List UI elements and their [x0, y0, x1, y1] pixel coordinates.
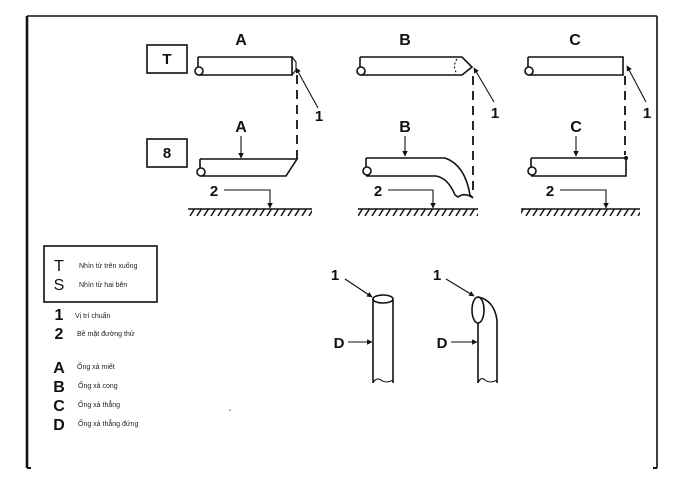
legend-text-d: Ống xả thẳng đứng: [78, 418, 138, 428]
legend-text-a: Ống xả miết: [77, 361, 115, 371]
scan-speck: [229, 409, 231, 411]
legend-key-t: T: [54, 258, 64, 275]
legend-text-2: Bề mặt đường thử: [77, 329, 135, 338]
column-c-top-label: C: [569, 32, 581, 49]
ground-surface-c: [521, 208, 640, 216]
legend-key-d: D: [53, 417, 65, 434]
column-b-side-label: B: [399, 119, 411, 136]
ref-arrow-b: [473, 67, 495, 103]
pipe-a-side-view: [196, 158, 299, 177]
column-a: A 1 A 2: [188, 32, 323, 216]
view-box-top: T: [146, 44, 188, 74]
legend-text-c: Ống xả thẳng: [78, 399, 120, 409]
legend-key-s: S: [54, 277, 65, 294]
legend-text-b: Ống xả cong: [78, 380, 118, 390]
vertical-ref-label-2: 1: [433, 267, 441, 284]
pipe-a-top-view: [194, 56, 297, 76]
column-a-top-label: A: [235, 32, 247, 49]
surface-label-c: 2: [546, 183, 554, 200]
legend-text-t: Nhìn từ trên xuống: [79, 261, 137, 270]
view-box-side: 8: [146, 138, 188, 168]
legend-key-1: 1: [55, 307, 64, 324]
pipe-b-side-view: [362, 157, 474, 199]
ref-arrow-c: [626, 65, 647, 103]
view-box-side-label: 8: [163, 145, 171, 162]
vertical-pipe-label-2: D: [437, 335, 448, 352]
surface-pointer-a: [224, 189, 273, 209]
ref-label-c: 1: [643, 105, 651, 122]
column-c-side-label: C: [570, 119, 582, 136]
surface-label-b: 2: [374, 183, 382, 200]
vertical-ref-label-1: 1: [331, 267, 339, 284]
vertical-ref-arrow-2: [445, 278, 475, 297]
vertical-pipe-label-1: D: [334, 335, 345, 352]
vertical-ref-arrow-1: [344, 278, 373, 298]
legend-key-b: B: [53, 379, 65, 396]
ref-arrow-a: [295, 67, 319, 109]
ground-surface-b: [358, 208, 478, 216]
column-b-top-label: B: [399, 32, 411, 49]
surface-label-a: 2: [210, 183, 218, 200]
legend-text-1: Vị trí chuẩn: [75, 312, 111, 320]
view-box-top-label: T: [162, 51, 171, 68]
pipe-c-top-view: [524, 56, 624, 76]
column-b: B 1 B 2: [356, 32, 499, 216]
ref-label-b: 1: [491, 105, 499, 122]
legend-key-c: C: [53, 398, 65, 415]
legend-view-box: [43, 245, 158, 303]
column-c: C 1 C 2: [521, 32, 651, 216]
legend-text-s: Nhìn từ hai bên: [79, 282, 127, 289]
vertical-pipe-straight: 1 D: [331, 267, 394, 384]
ground-surface-a: [188, 208, 312, 216]
legend-key-2: 2: [55, 326, 64, 343]
surface-pointer-c: [560, 189, 609, 209]
vertical-pipe-bent: 1 D: [433, 267, 498, 384]
column-a-side-label: A: [235, 119, 247, 136]
pipe-b-top-view: [356, 56, 474, 76]
surface-pointer-b: [388, 189, 436, 209]
legend-key-a: A: [53, 360, 65, 377]
pipe-c-side-view: [527, 156, 628, 177]
ref-label-a: 1: [315, 108, 323, 125]
legend: T Nhìn từ trên xuống S Nhìn từ hai bên 1…: [43, 245, 158, 434]
outer-frame: [25, 15, 658, 469]
